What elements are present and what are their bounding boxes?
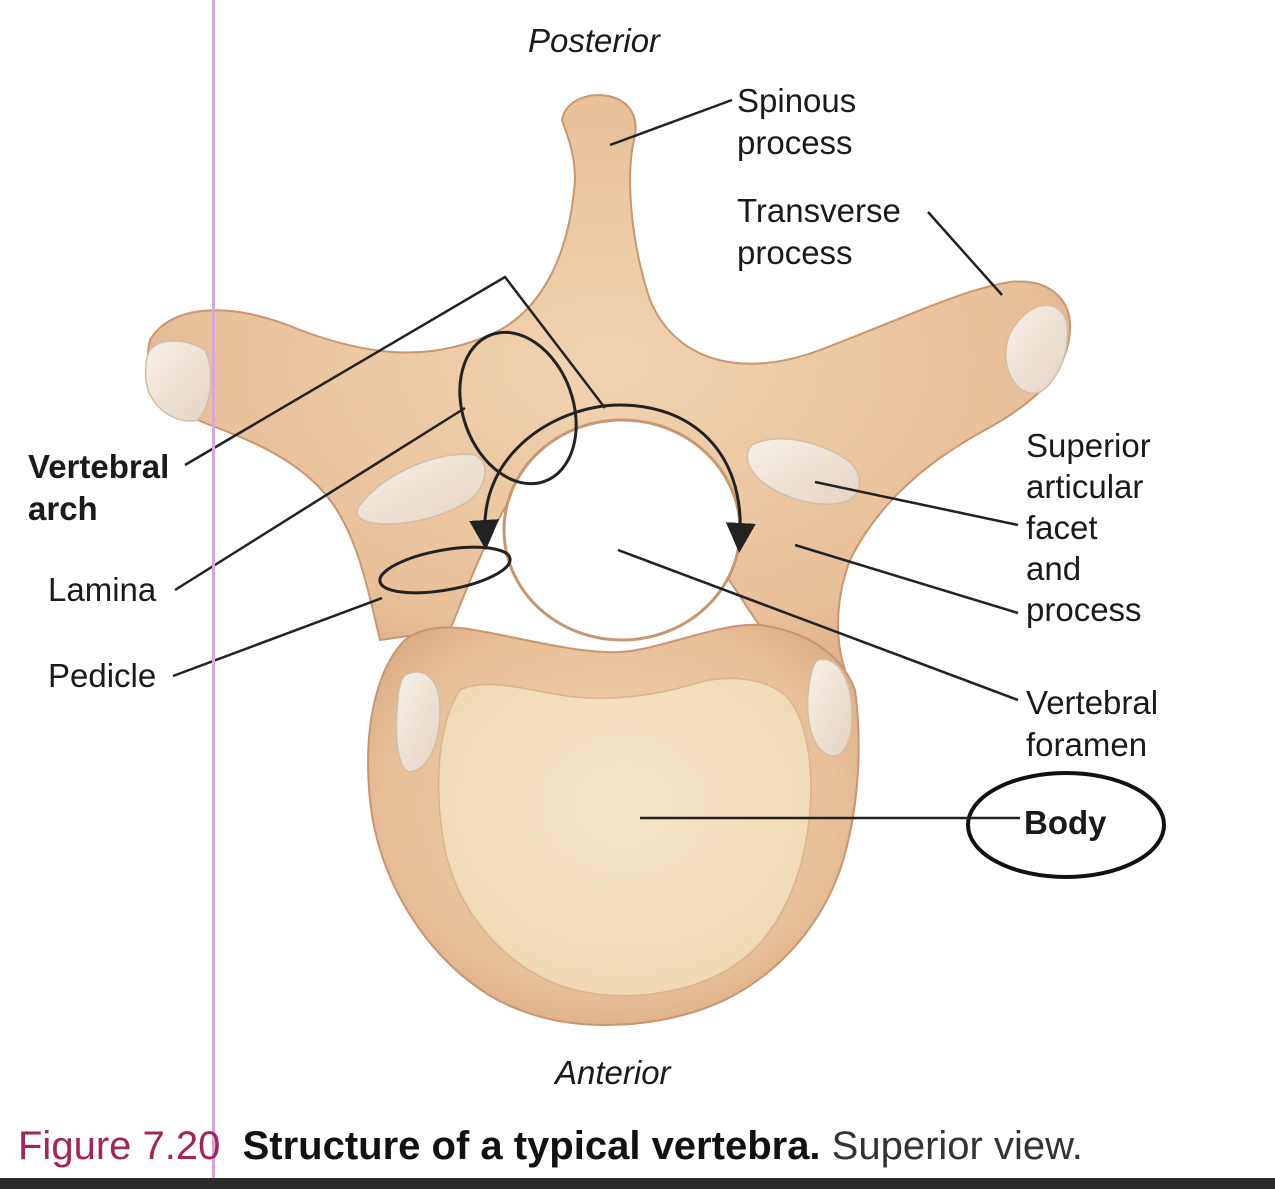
leader-spinous xyxy=(609,98,733,147)
label-body: Body xyxy=(1024,804,1107,841)
posterior-arch-shape xyxy=(147,94,1072,692)
body-label-circle xyxy=(966,771,1166,879)
leader-transverse xyxy=(927,211,1003,296)
facet-left-superior xyxy=(356,453,486,525)
orientation-posterior: Posterior xyxy=(528,22,661,59)
orientation-anterior: Anterior xyxy=(555,1054,671,1091)
leader-foramen xyxy=(617,548,1019,702)
facet-left-body xyxy=(395,671,441,773)
leader-superior-process xyxy=(794,543,1019,615)
vertebra-bone xyxy=(144,94,1072,1026)
bottom-edge-bar xyxy=(0,1178,1275,1189)
figure-number: Figure 7.20 xyxy=(18,1124,221,1168)
label-vertebral-arch: Vertebral arch xyxy=(28,448,170,527)
label-superior-articular: Superior articular facet and process xyxy=(1026,427,1151,628)
pedicle-outline xyxy=(378,545,512,595)
figure-caption: Figure 7.20 Structure of a typical verte… xyxy=(18,1120,1083,1172)
vertebral-body-top-surface xyxy=(437,677,812,997)
label-lamina: Lamina xyxy=(48,571,157,608)
leader-pedicle xyxy=(172,596,383,678)
leader-lines xyxy=(172,98,1020,820)
leader-superior-facet xyxy=(814,480,1019,527)
leader-lamina xyxy=(174,406,466,592)
figure-subtitle: Superior view. xyxy=(831,1124,1083,1168)
leader-vertebral-arch xyxy=(184,275,606,467)
page-margin-line xyxy=(212,0,215,1189)
arch-arrow xyxy=(469,403,756,553)
facet-right-superior xyxy=(746,438,861,505)
label-vertebral-foramen: Vertebral foramen xyxy=(1026,684,1159,763)
facet-left-transverse xyxy=(144,340,212,422)
facet-right-transverse xyxy=(1005,304,1069,394)
label-transverse-process: Transverse process xyxy=(737,192,901,271)
foramen-hole xyxy=(502,418,742,642)
label-pedicle: Pedicle xyxy=(48,657,157,694)
lamina-outline xyxy=(458,330,578,486)
label-spinous-process: Spinous process xyxy=(737,82,857,161)
figure-title: Structure of a typical vertebra. xyxy=(242,1124,821,1168)
facet-right-body xyxy=(806,658,853,757)
